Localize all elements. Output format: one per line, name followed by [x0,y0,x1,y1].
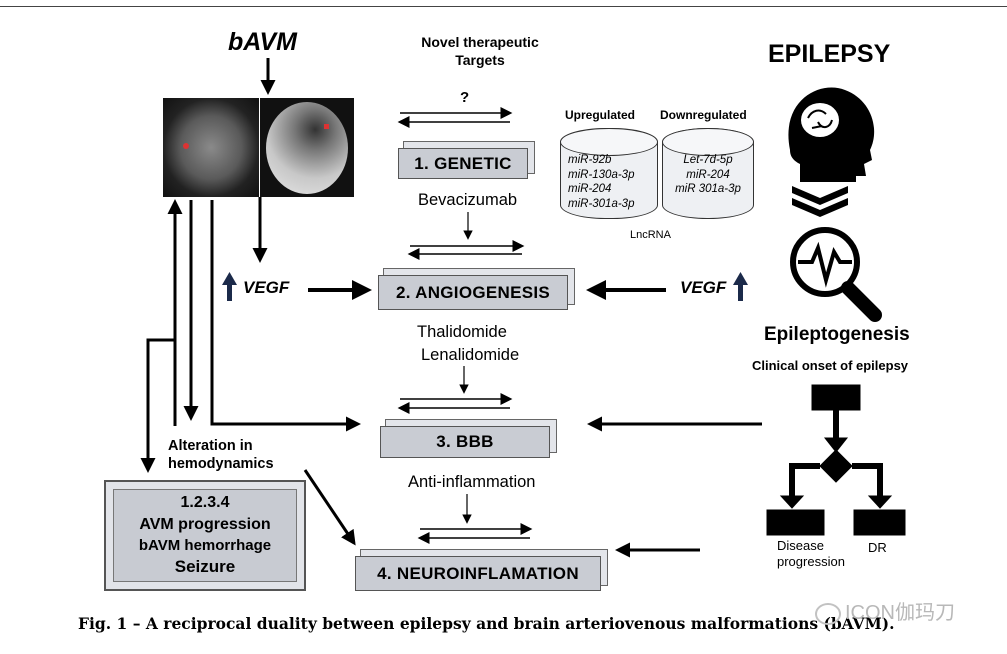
disease-progression-label: Disease progression [777,538,845,569]
downregulated-item: miR 301a-3p [675,183,741,195]
mri-scan-image [163,98,259,197]
downregulated-header: Downregulated [660,108,747,122]
bavm-title: bAVM [228,28,297,56]
chevron-down-icon [792,186,848,217]
upregulated-item: miR-204 [568,183,612,195]
upregulated-item: miR-92b [568,154,612,166]
upregulated-item: miR-301a-3p [568,197,635,210]
downregulated-cylinder: Let-7d-5p miR-204 miR 301a-3p [662,128,754,219]
figure-caption: Fig. 1 – A reciprocal duality between ep… [78,614,895,633]
box-neuroinflammation: 4. NEUROINFLAMATION [355,556,601,591]
upregulated-cylinder: miR-92b miR-130a-3p miR-204 miR-301a-3p [560,128,658,219]
upregulated-header: Upregulated [565,108,636,122]
downregulated-item: Let-7d-5p [683,154,733,166]
upregulated-item: miR-130a-3p [568,168,635,181]
epileptogenesis-label: Epileptogenesis [764,324,910,345]
box-bbb: 3. BBB [380,426,550,458]
drug-lenalidomide: Lenalidomide [421,346,520,364]
lncrna-label: LncRNA [630,229,671,241]
novel-targets-label: Novel therapeutic Targets [421,34,539,68]
avm-summary-box: 1.2.3.4 AVM progression bAVM hemorrhage … [104,480,306,591]
dr-label: DR [868,540,887,555]
question-mark: ? [460,89,470,106]
watermark-text: ICON伽玛刀 [845,602,955,624]
box-genetic: 1. GENETIC [398,148,528,179]
wechat-icon [815,602,841,625]
drug-bevacizumab: Bevacizumab [418,191,518,209]
drug-thalidomide: Thalidomide [417,323,507,341]
hemodynamics-label: Alteration in hemodynamics [168,438,274,472]
box-angiogenesis: 2. ANGIOGENESIS [378,275,568,310]
vegf-right-label: VEGF [680,278,727,297]
magnifier-icon [790,227,882,322]
epilepsy-title: EPILEPSY [768,40,891,68]
head-brain-icon [788,87,875,182]
top-rule [0,6,1007,7]
avm-box-line2: AVM progression [139,516,271,533]
avm-box-line4: Seizure [174,557,236,576]
avm-box-line3: bAVM hemorrhage [138,537,272,554]
drug-anti-inflammation: Anti-inflammation [408,473,536,491]
avm-box-line1: 1.2.3.4 [180,494,230,511]
vegf-left-label: VEGF [243,278,290,297]
angiogram-image [260,98,354,197]
flowchart-icon [766,384,906,536]
downregulated-item: miR-204 [686,168,730,181]
clinical-onset-label: Clinical onset of epilepsy [752,358,909,373]
watermark: ICON伽玛刀 [815,596,955,625]
